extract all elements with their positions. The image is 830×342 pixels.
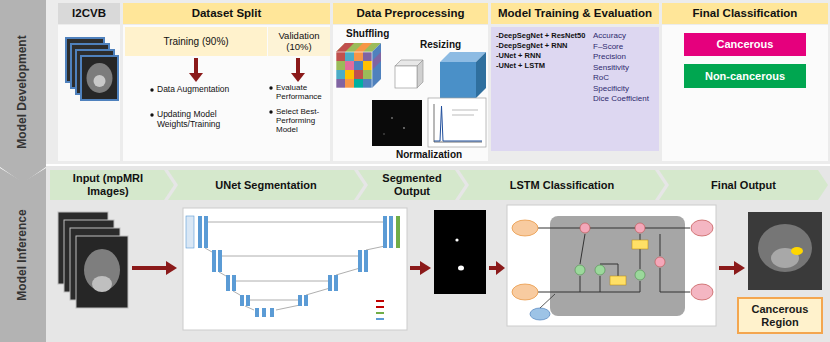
metric-item: Accuracy [593,31,626,40]
node-text: Input (mpMRI Images) [54,172,162,197]
shape-fill [659,170,828,200]
class-box: Cancerous [684,33,806,56]
node-text: Data Preprocessing [356,7,464,20]
column-header: Final Classification [662,3,828,24]
band-label: Model Development [16,35,29,148]
metric-item: F–Score [593,42,623,51]
stage-band: Model Inference [0,168,46,342]
step-chevron: Input (mpMRI Images) [50,170,174,200]
node-text: Cancerous Region [742,303,818,328]
shape-fill [358,170,465,200]
step-chevron: UNet Segmentation [168,170,364,200]
result-box: Cancerous Region [737,297,823,334]
step-chevron: LSTM Classification [459,170,665,200]
node-text: Final Output [711,179,776,192]
node-text: I2CVB [72,7,106,20]
model-panel: -DeepSegNet + ResNet50-DeepSegNet + RNN-… [491,27,659,151]
model-item: -DeepSegNet + ResNet50 [496,32,585,41]
metric-item: Sensitivity [593,63,629,72]
step-chevron: Segmented Output [358,170,465,200]
step-label: Shuffling [346,28,416,40]
bullet-text: Select Best-Performing Model [276,107,329,135]
shape-fill [168,170,364,200]
model-item: -UNet + LSTM [496,62,545,71]
node-text: Non-cancerous [705,70,785,83]
bullet-text: Evaluate Performance [276,83,329,101]
node-text: UNet Segmentation [215,179,316,192]
step-chevron: Final Output [659,170,828,200]
column-header: Model Training & Evaluation [491,3,659,24]
node-text: Dataset Split [192,7,262,20]
column-header: Data Preprocessing [333,3,488,24]
split-box: Validation (10%) [268,27,330,56]
node-text: Validation (10%) [271,31,327,53]
metric-item: RoC [593,73,609,82]
model-item: -DeepSegNet + RNN [496,42,567,51]
band-label: Model Inference [16,209,29,300]
node-text: Model Training & Evaluation [498,7,652,20]
node-text: Final Classification [693,7,798,20]
step-label: Resizing [420,39,486,51]
column-header: I2CVB [58,3,120,24]
column-header: Dataset Split [123,3,330,24]
stage-band: Model Development [0,0,46,183]
node-text: LSTM Classification [510,179,615,192]
shape-fill [459,170,665,200]
metric-item: Dice Coefficient [593,94,649,103]
model-item: -UNet + RNN [496,52,541,61]
node-text: Segmented Output [371,172,453,197]
bullet-text: Data Augmentation [157,85,257,95]
shape-fill [50,170,174,200]
node-text: Training (90%) [163,36,228,48]
class-box: Non-cancerous [684,64,806,88]
metric-item: Precision [593,52,626,61]
metric-item: Specificity [593,84,629,93]
shape-fill [0,0,46,183]
step-label: Normalization [396,149,488,161]
node-text: Cancerous [717,38,774,51]
split-box: Training (90%) [125,27,267,56]
shape-fill [0,168,46,342]
bullet-text: Updating Model Weights/Training [157,110,257,130]
